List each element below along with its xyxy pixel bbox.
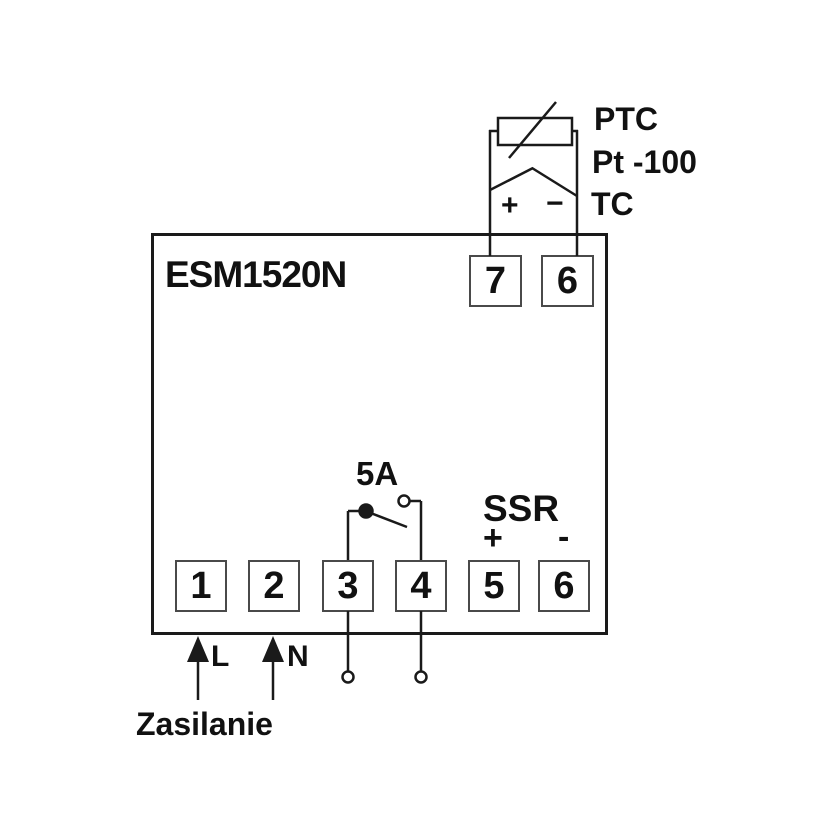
tc-plus-mark: + <box>501 189 519 222</box>
tc-minus-mark: − <box>546 187 564 220</box>
device-outline <box>151 233 608 635</box>
output-connector-circle <box>414 670 428 684</box>
power-caption: Zasilanie <box>136 706 273 742</box>
terminal-top-6: 6 <box>541 255 594 307</box>
power-neutral-label: N <box>287 640 309 673</box>
terminal-1: 1 <box>175 560 227 612</box>
relay-contact-icon <box>346 494 423 560</box>
sensor-label-tc: TC <box>591 186 634 222</box>
sensor-label-pt100: Pt -100 <box>592 144 697 180</box>
power-arrow-l-icon <box>187 636 209 700</box>
thermistor-symbol-icon <box>496 101 574 159</box>
power-arrow-n-icon <box>262 636 284 700</box>
device-model-label: ESM1520N <box>165 254 347 295</box>
output-connector-circle <box>341 670 355 684</box>
power-line-label: L <box>211 640 230 673</box>
sensor-wires <box>488 129 579 256</box>
ssr-label: SSR <box>483 488 560 529</box>
terminal-2: 2 <box>248 560 300 612</box>
terminal-3: 3 <box>322 560 374 612</box>
thermocouple-symbol-icon <box>489 166 578 198</box>
ssr-minus-mark: - <box>558 518 570 556</box>
ssr-plus-mark: + <box>483 519 503 557</box>
terminal-4: 4 <box>395 560 447 612</box>
terminal-5: 5 <box>468 560 520 612</box>
relay-rating-label: 5A <box>356 455 399 492</box>
terminal-6: 6 <box>538 560 590 612</box>
sensor-label-ptc: PTC <box>594 101 658 137</box>
relay-output-wires <box>341 611 428 684</box>
terminal-top-7: 7 <box>469 255 522 307</box>
